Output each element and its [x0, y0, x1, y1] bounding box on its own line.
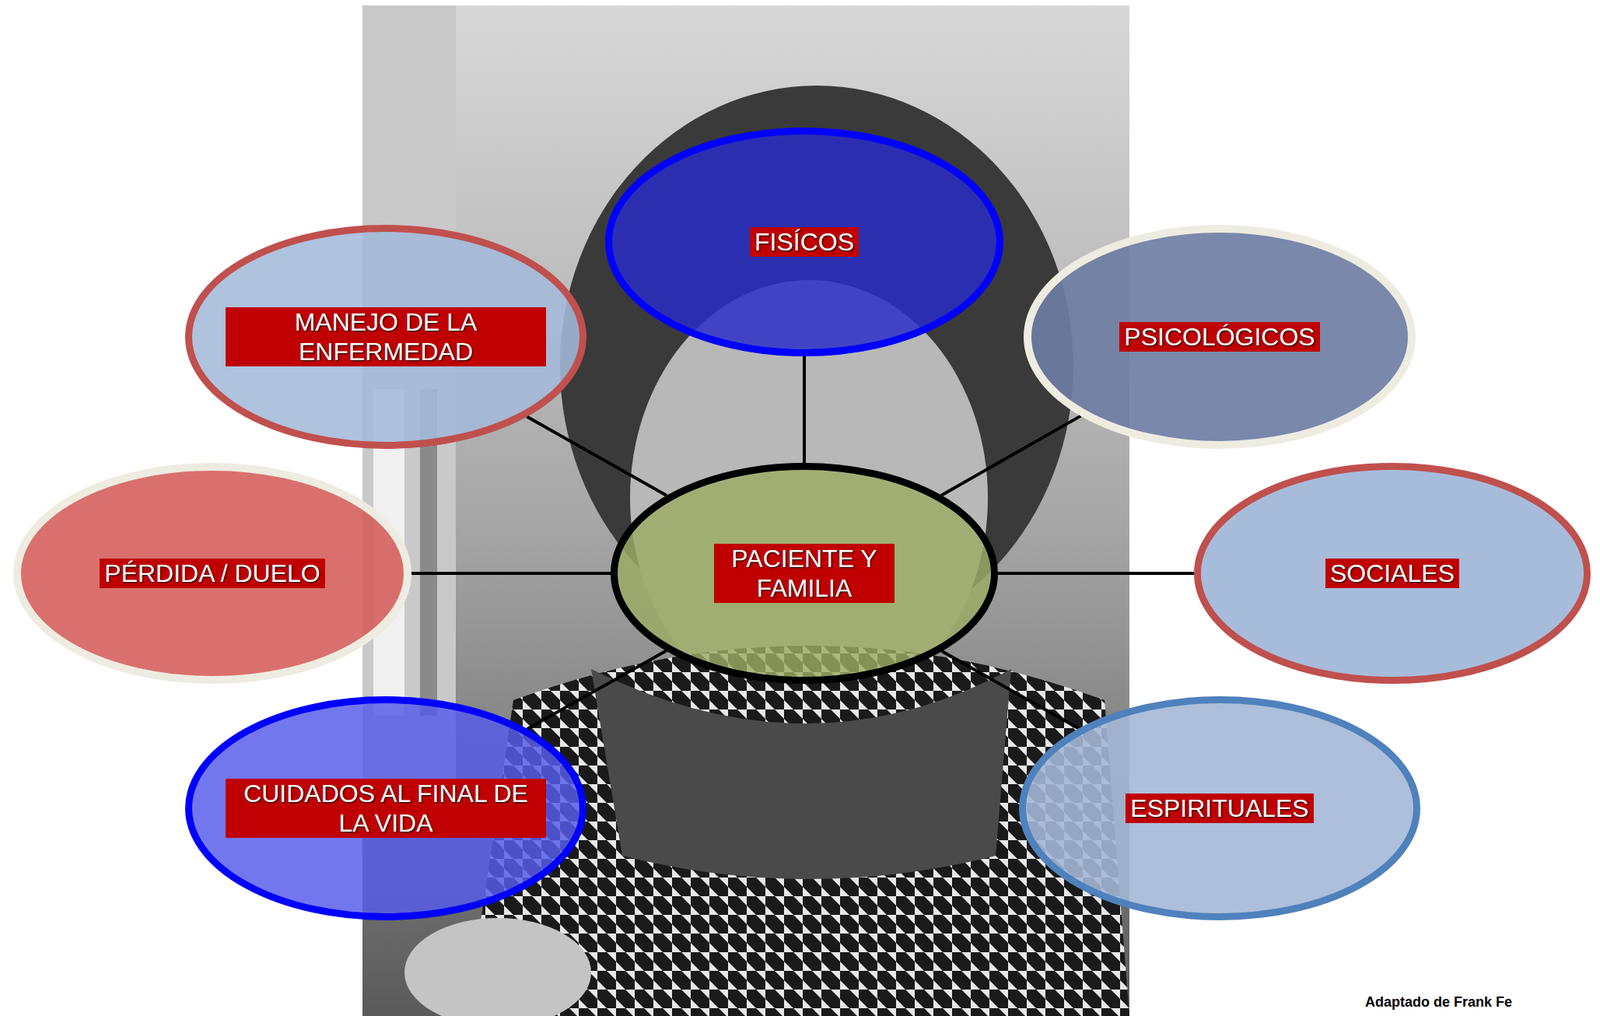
connector-line: [997, 571, 1194, 575]
ellipse-node: PACIENTE Y FAMILIA: [610, 462, 998, 684]
node-label: PÉRDIDA / DUELO: [99, 558, 325, 589]
ellipse-shape: [189, 228, 584, 446]
ellipse-node: PÉRDIDA / DUELO: [13, 462, 412, 684]
ellipse-node: FISÍCOS: [605, 127, 1004, 357]
ellipse-shape: [17, 466, 408, 680]
ellipse-node: SOCIALES: [1193, 462, 1591, 684]
node-label: SOCIALES: [1325, 558, 1460, 589]
photo-hand: [404, 917, 592, 1016]
node-label: ESPIRITUALES: [1125, 793, 1313, 823]
ellipse-node: PSICOLÓGICOS: [1023, 224, 1416, 449]
connector-line: [526, 416, 667, 496]
connector-line: [411, 571, 611, 575]
connector-line: [941, 416, 1081, 496]
ellipse-shape: [609, 131, 1001, 354]
credit-note: Adaptado de Frank Fe: [1365, 994, 1513, 1011]
ellipse-node: ESPIRITUALES: [1018, 696, 1421, 921]
ellipse-shape: [614, 466, 995, 681]
node-label: PSICOLÓGICOS: [1119, 322, 1320, 352]
node-label: CUIDADOS AL FINAL DE LA VIDA: [225, 778, 547, 838]
ellipse-node: MANEJO DE LA ENFERMEDAD: [185, 224, 587, 449]
ellipse-shape: [1022, 700, 1418, 918]
photo-scarf: [591, 668, 1012, 879]
connector-line: [941, 651, 1079, 729]
connector-line: [802, 356, 806, 463]
node-label: FISÍCOS: [749, 227, 859, 257]
node-label: MANEJO DE LA ENFERMEDAD: [225, 307, 547, 367]
ellipse-node: CUIDADOS AL FINAL DE LA VIDA: [185, 696, 587, 921]
ellipse-shape: [1027, 228, 1412, 445]
connector-line: [527, 651, 667, 729]
ellipse-shape: [189, 700, 584, 918]
node-label: PACIENTE Y FAMILIA: [714, 543, 895, 603]
ellipse-shape: [1197, 466, 1588, 681]
